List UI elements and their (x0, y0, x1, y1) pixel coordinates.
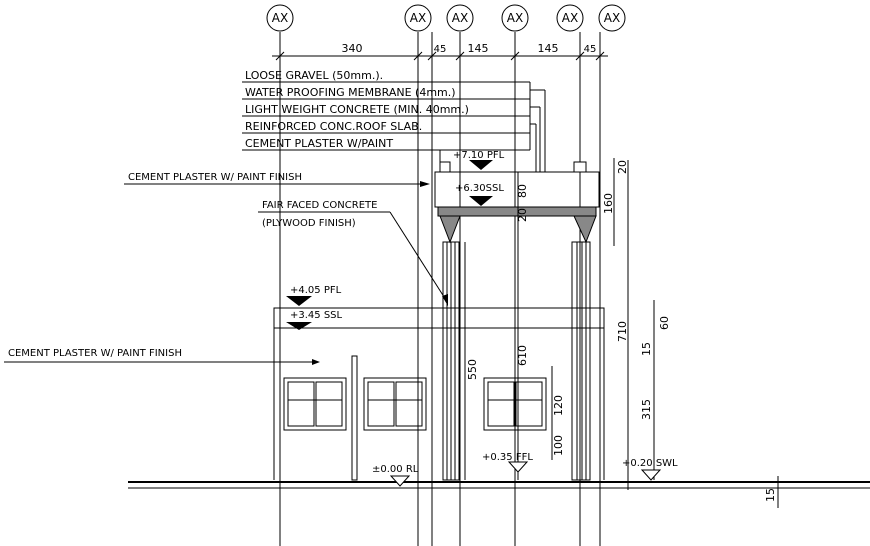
vertical-dims: 80 20 610 550 120 100 20 160 710 60 15 3… (464, 158, 779, 508)
grid-label: AX (507, 11, 523, 25)
level-ssl-top: +6.30SSL (455, 183, 504, 194)
grid-label: AX (562, 11, 578, 25)
roof-layers-legend: LOOSE GRAVEL (50mm.). WATER PROOFING MEM… (242, 69, 546, 172)
level-pfl-top: +7.10 PFL (453, 150, 505, 161)
dim-120: 120 (552, 395, 565, 416)
grid-lines (279, 32, 601, 546)
dim-45: 45 (434, 44, 447, 55)
dim-160: 160 (602, 193, 615, 214)
level-swl: +0.20 SWL (622, 458, 678, 469)
note-plaster-upper: CEMENT PLASTER W/ PAINT FINISH (128, 172, 302, 183)
dim-45: 45 (584, 44, 597, 55)
columns (442, 241, 591, 481)
level-ffl: +0.35 FFL (482, 452, 533, 463)
roof-layer-5: CEMENT PLASTER W/PAINT (245, 137, 393, 150)
dim-60: 60 (658, 316, 671, 330)
grid-bubble-3: AX (446, 4, 474, 32)
level-ssl-low: +3.45 SSL (290, 310, 343, 321)
grid-bubble-6: AX (598, 4, 626, 32)
dim-550: 550 (466, 359, 479, 380)
window-1 (283, 377, 347, 431)
dim-340: 340 (342, 42, 363, 55)
grid-label: AX (604, 11, 620, 25)
grid-bubbles: AX AX AX AX AX AX (266, 4, 626, 32)
grid-bubble-5: AX (556, 4, 584, 32)
lower-building: +4.05 PFL +3.45 SSL (273, 285, 605, 480)
note-plaster-lower: CEMENT PLASTER W/ PAINT FINISH (8, 348, 182, 359)
level-pfl-low: +4.05 PFL (290, 285, 342, 296)
dim-710: 710 (616, 321, 629, 342)
dim-145: 145 (468, 42, 489, 55)
roof-layer-1: LOOSE GRAVEL (50mm.). (245, 69, 383, 82)
dim-20: 20 (516, 208, 529, 222)
dim-20: 20 (616, 160, 629, 174)
dim-15: 15 (640, 342, 653, 356)
dim-80: 80 (516, 184, 529, 198)
dim-100: 100 (552, 435, 565, 456)
note-plywood: (PLYWOOD FINISH) (262, 218, 356, 229)
grid-label: AX (410, 11, 426, 25)
note-fair-faced: FAIR FACED CONCRETE (262, 200, 377, 211)
door-post (351, 355, 358, 481)
top-dimension-line: 340 45 145 145 45 (272, 42, 608, 61)
notes: CEMENT PLASTER W/ PAINT FINISH FAIR FACE… (4, 172, 448, 365)
grid-bubble-4: AX (501, 4, 529, 32)
window-2 (363, 377, 427, 431)
grid-label: AX (272, 11, 288, 25)
dim-15: 15 (764, 488, 777, 502)
dim-145: 145 (538, 42, 559, 55)
grid-bubble-2: AX (404, 4, 432, 32)
roof-layer-2: WATER PROOFING MEMBRANE (4mm.) (245, 86, 456, 99)
grid-label: AX (452, 11, 468, 25)
windows (283, 355, 547, 481)
dim-315: 315 (640, 399, 653, 420)
level-rl: ±0.00 RL (372, 464, 419, 475)
ground: ±0.00 RL +0.35 FFL +0.20 SWL (128, 452, 870, 489)
roof-layer-4: REINFORCED CONC.ROOF SLAB. (245, 120, 422, 133)
window-3 (483, 377, 547, 431)
roof-layer-3: LIGHT WEIGHT CONCRETE (MIN. 40mm.) (245, 103, 469, 116)
grid-bubble-1: AX (266, 4, 294, 32)
dim-610: 610 (516, 345, 529, 366)
upper-canopy: +7.10 PFL +6.30SSL (434, 150, 600, 244)
